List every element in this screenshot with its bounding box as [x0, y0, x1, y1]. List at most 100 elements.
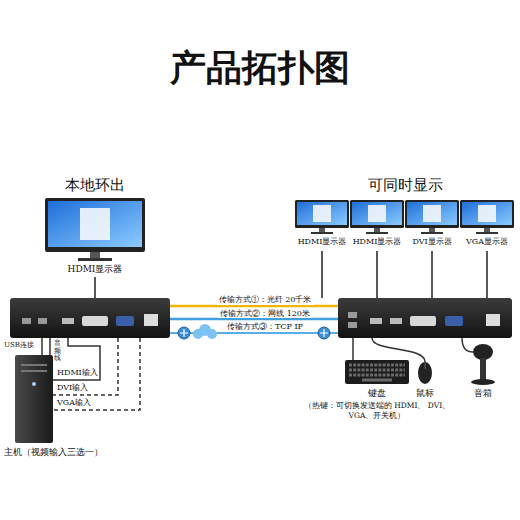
cloud-icon	[193, 324, 217, 339]
key-row	[349, 364, 405, 367]
keyboard-cable	[352, 338, 354, 360]
node-label: HDMI显示器	[293, 237, 351, 247]
speaker-node: 音箱	[456, 358, 510, 399]
monitor-base	[78, 258, 112, 261]
screen-window	[478, 205, 496, 222]
cable	[94, 277, 96, 298]
space-bar	[362, 379, 392, 382]
screen-window	[313, 205, 331, 222]
cable	[486, 251, 488, 298]
screen-window	[80, 208, 110, 240]
monitor-screen	[352, 202, 402, 225]
hdmi-port	[370, 318, 382, 324]
host-node: 主机（视频输入三选一）	[4, 353, 118, 458]
router-icon	[318, 327, 330, 339]
screen-window	[423, 205, 441, 222]
router-mark	[320, 329, 328, 337]
transmitter-box	[10, 298, 170, 338]
transmission-label: 传输方式①：光纤 20千米	[217, 295, 314, 305]
network-cable-line	[170, 318, 338, 321]
group-heading: 可同时显示	[368, 176, 443, 194]
rj45-port	[144, 314, 158, 326]
mouse-cable	[372, 338, 425, 362]
port-label: USB连接	[4, 341, 34, 349]
monitor-screen	[462, 202, 512, 225]
monitor-screen	[407, 202, 457, 225]
monitor-neck	[374, 228, 380, 232]
monitor-frame	[405, 200, 459, 228]
monitor-node: VGA显示器	[458, 200, 516, 247]
mouse-icon	[418, 362, 432, 384]
monitor-base	[311, 232, 333, 234]
node-label: 鼠标	[403, 388, 447, 399]
hdmi-cable	[53, 338, 100, 380]
hdmi-port	[62, 318, 74, 324]
monitor-neck	[429, 228, 435, 232]
monitor-node: HDMI显示器	[43, 196, 147, 275]
cable-label: DVI输入	[57, 383, 88, 393]
cable	[431, 251, 433, 298]
node-label: DVI显示器	[403, 237, 461, 247]
cable-label: 音频线	[54, 340, 61, 363]
dvi-port	[82, 316, 108, 326]
rj45-port	[486, 314, 500, 326]
receiver-box	[338, 298, 512, 338]
monitor-frame	[45, 198, 145, 252]
monitor-icon	[405, 200, 459, 234]
speaker-base	[471, 379, 495, 385]
node-label: 主机（视频输入三选一）	[4, 447, 118, 458]
monitor-icon	[350, 200, 404, 234]
host-tower	[15, 355, 53, 443]
cable	[321, 251, 323, 298]
router	[318, 327, 330, 339]
monitor-screen	[297, 202, 347, 225]
speaker-neck	[480, 358, 486, 380]
monitor-base	[421, 232, 443, 234]
speaker-head	[473, 344, 493, 360]
monitor-icon	[460, 200, 514, 234]
monitor-base	[476, 232, 498, 234]
monitor-node: HDMI显示器	[293, 200, 351, 247]
cloud-part	[207, 329, 217, 339]
vga-cable	[53, 338, 140, 410]
usb-port	[22, 318, 31, 324]
drive-slot	[21, 364, 47, 366]
keyboard-keys	[349, 365, 405, 375]
monitor-frame	[295, 200, 349, 228]
monitor-base	[366, 232, 388, 234]
node-label: VGA显示器	[458, 237, 516, 247]
cables	[322, 251, 487, 298]
drive-slot	[21, 370, 47, 372]
mouse-button	[425, 363, 426, 369]
cable	[376, 251, 378, 298]
key-row	[349, 374, 405, 377]
monitor-frame	[460, 200, 514, 228]
monitor-icon	[45, 198, 145, 261]
router-icon	[178, 327, 190, 339]
router	[178, 327, 190, 339]
cable-label: HDMI输入	[57, 368, 98, 378]
monitor-node: DVI显示器	[403, 200, 461, 247]
monitor-frame	[350, 200, 404, 228]
dvi-cable	[53, 338, 118, 395]
monitor-icon	[295, 200, 349, 234]
key-row	[349, 369, 405, 372]
cable-label: VGA输入	[57, 398, 91, 408]
fiber-line	[170, 305, 338, 308]
keyboard-icon	[345, 360, 409, 384]
vga-port	[116, 316, 134, 326]
monitor-neck	[484, 228, 490, 232]
monitor-node: HDMI显示器	[348, 200, 406, 247]
transmission-label: 传输方式②：网线 120米	[218, 309, 312, 319]
usb-port	[348, 322, 357, 328]
usb-cable	[41, 338, 43, 355]
monitor-neck	[90, 252, 100, 258]
group-heading: 本地环出	[65, 176, 125, 194]
node-label: 音箱	[456, 388, 510, 399]
usb-port	[38, 318, 47, 324]
power-led	[32, 382, 36, 386]
router-mark	[180, 329, 188, 337]
node-label: HDMI显示器	[43, 264, 147, 275]
screen-window	[368, 205, 386, 222]
